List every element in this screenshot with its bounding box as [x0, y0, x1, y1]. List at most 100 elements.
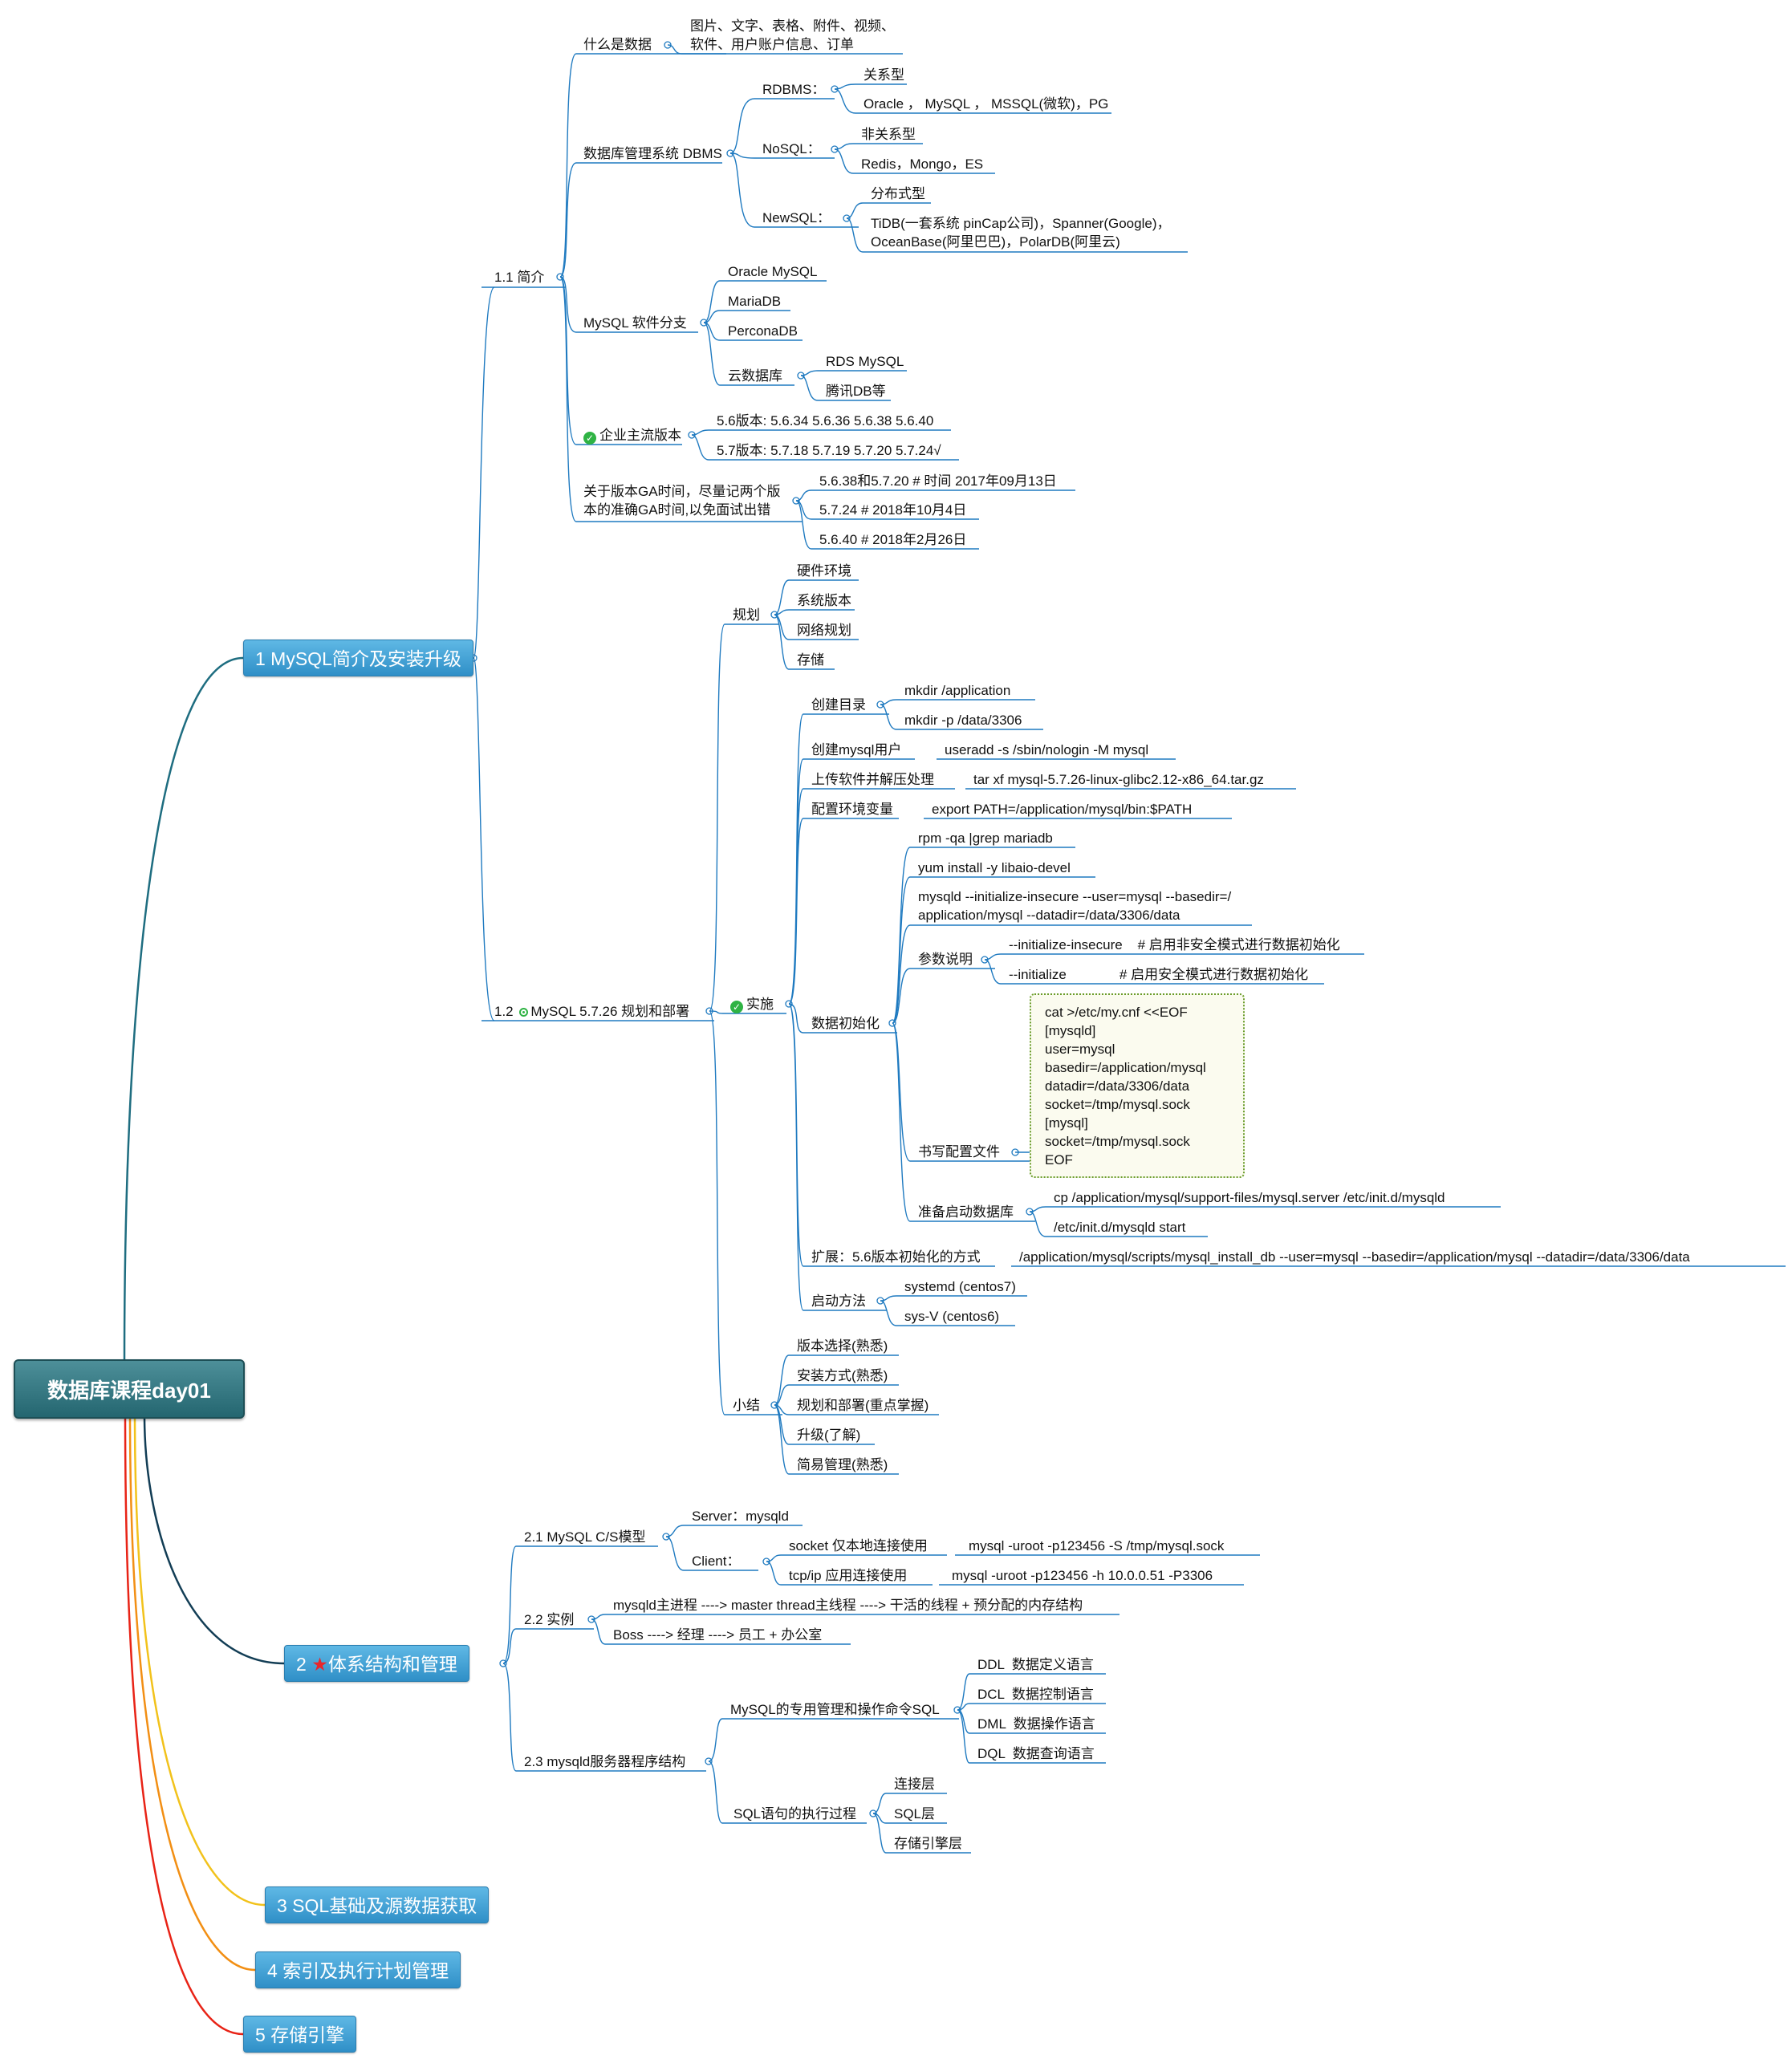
sql-ddl[interactable]: DDL 数据定义语言: [977, 1657, 1094, 1672]
config-file-content: cat >/etc/my.cnf <<EOF [mysqld] user=mys…: [1045, 1005, 1206, 1168]
topic-start-prep[interactable]: 准备启动数据库: [918, 1204, 1014, 1220]
branch-oracle-mysql[interactable]: Oracle MySQL: [728, 264, 818, 279]
root-topic[interactable]: 数据库课程day01: [14, 1359, 245, 1419]
topic-ga-time[interactable]: 关于版本GA时间，尽量记两个版 本的准确GA时间,以免面试出错: [583, 484, 781, 518]
topic-2-1-cs-model[interactable]: 2.1 MySQL C/S模型: [524, 1529, 646, 1545]
branch-line: [880, 1300, 1015, 1326]
create-user-cmd[interactable]: useradd -s /sbin/nologin -M mysql: [945, 742, 1149, 757]
instance-desc-1[interactable]: mysqld主进程 ----> master thread主线程 ----> 干…: [613, 1598, 1083, 1613]
ga-time-3[interactable]: 5.6.40 # 2018年2月26日: [819, 532, 967, 547]
main-topic-2[interactable]: 2 ★体系结构和管理: [284, 1645, 469, 1682]
sql-dml[interactable]: DML 数据操作语言: [977, 1716, 1095, 1732]
ga-time-2[interactable]: 5.7.24 # 2018年10月4日: [819, 502, 967, 518]
exec-layer-connect[interactable]: 连接层: [894, 1777, 935, 1792]
step-upload[interactable]: 上传软件并解压处理: [811, 772, 934, 787]
topic-2-3-program[interactable]: 2.3 mysqld服务器程序结构: [524, 1754, 686, 1769]
step-start-method[interactable]: 启动方法: [811, 1293, 866, 1309]
rdbms-type[interactable]: 关系型: [863, 67, 904, 83]
ga-time-1[interactable]: 5.6.38和5.7.20 # 时间 2017年09月13日: [819, 473, 1057, 489]
main-topic-4[interactable]: 4 索引及执行计划管理: [255, 1951, 461, 1988]
summary-item-1[interactable]: 版本选择(熟悉): [797, 1338, 888, 1354]
cloud-rds-mysql[interactable]: RDS MySQL: [826, 354, 904, 369]
branch-line: [473, 286, 495, 659]
sql-dcl[interactable]: DCL 数据控制语言: [977, 1687, 1094, 1702]
summary-item-4[interactable]: 升级(了解): [797, 1427, 861, 1443]
param-insecure[interactable]: --initialize-insecure # 启用非安全模式进行数据初始化: [1009, 937, 1340, 952]
branch-line: [774, 1404, 939, 1415]
env-cmd[interactable]: export PATH=/application/mysql/bin:$PATH: [932, 802, 1193, 817]
client-tcp[interactable]: tcp/ip 应用连接使用: [789, 1568, 908, 1583]
branch-perconadb[interactable]: PerconaDB: [728, 323, 798, 339]
step-extension[interactable]: 扩展：5.6版本初始化的方式: [811, 1249, 981, 1265]
init-rpm-cmd[interactable]: rpm -qa |grep mariadb: [918, 831, 1053, 846]
branch-line: [846, 202, 931, 219]
topic-newsql[interactable]: NewSQL：: [762, 210, 831, 225]
plan-item-3[interactable]: 网络规划: [797, 623, 851, 638]
topic-plan[interactable]: 规划: [733, 607, 760, 623]
main-topic-5[interactable]: 5 存储引擎: [243, 2016, 357, 2053]
summary-item-5[interactable]: 简易管理(熟悉): [797, 1457, 888, 1472]
client-tcp-cmd[interactable]: mysql -uroot -p123456 -h 10.0.0.51 -P330…: [952, 1568, 1213, 1583]
topic-write-config[interactable]: 书写配置文件: [918, 1144, 1000, 1159]
cs-server[interactable]: Server：mysqld: [692, 1509, 789, 1524]
topic-dbms[interactable]: 数据库管理系统 DBMS: [583, 146, 722, 161]
topic-what-is-data[interactable]: 什么是数据: [583, 37, 652, 52]
sql-dql[interactable]: DQL 数据查询语言: [977, 1746, 1095, 1761]
newsql-type[interactable]: 分布式型: [871, 186, 925, 201]
plan-item-1[interactable]: 硬件环境: [797, 563, 851, 579]
what-is-data-desc[interactable]: 图片、文字、表格、附件、视频、 软件、用户账户信息、订单: [690, 18, 895, 52]
start-cmd[interactable]: /etc/init.d/mysqld start: [1054, 1220, 1186, 1235]
topic-param[interactable]: 参数说明: [918, 952, 973, 967]
topic-sql-exec[interactable]: SQL语句的执行过程: [733, 1806, 857, 1821]
topic-summary[interactable]: 小结: [733, 1398, 760, 1413]
topic-implement[interactable]: ✓实施: [730, 995, 774, 1013]
summary-item-2[interactable]: 安装方式(熟悉): [797, 1368, 888, 1383]
topic-2-2-instance[interactable]: 2.2 实例: [524, 1612, 575, 1627]
plan-item-4[interactable]: 存储: [797, 652, 824, 668]
topic-main-versions[interactable]: ✓企业主流版本: [583, 426, 681, 445]
cloud-tencent-db[interactable]: 腾讯DB等: [826, 384, 886, 399]
checkmark-icon: ✓: [730, 1001, 743, 1013]
cs-client[interactable]: Client：: [692, 1553, 741, 1569]
nosql-type[interactable]: 非关系型: [861, 127, 916, 142]
branch-line: [800, 370, 907, 376]
init-yum-cmd[interactable]: yum install -y libaio-devel: [918, 860, 1071, 875]
start-sysv[interactable]: sys-V (centos6): [904, 1309, 1000, 1324]
version-5-7[interactable]: 5.7版本: 5.7.18 5.7.19 5.7.20 5.7.24√: [717, 443, 941, 458]
rdbms-list[interactable]: Oracle ， MySQL ， MSSQL(微软)，PG: [863, 96, 1109, 112]
version-5-6[interactable]: 5.6版本: 5.6.34 5.6.36 5.6.38 5.6.40: [717, 413, 934, 428]
upload-cmd[interactable]: tar xf mysql-5.7.26-linux-glibc2.12-x86_…: [973, 772, 1264, 787]
mkdir-cmd-1[interactable]: mkdir /application: [904, 683, 1011, 698]
topic-rdbms[interactable]: RDBMS：: [762, 82, 826, 97]
exec-layer-sql[interactable]: SQL层: [894, 1806, 936, 1821]
main-topic-1[interactable]: 1 MySQL简介及安装升级: [243, 640, 473, 676]
topic-1-1-intro[interactable]: 1.1 简介: [494, 270, 545, 285]
init-mysqld-cmd[interactable]: mysqld --initialize-insecure --user=mysq…: [918, 889, 1232, 923]
start-systemd[interactable]: systemd (centos7): [904, 1279, 1016, 1294]
topic-sql-commands[interactable]: MySQL的专用管理和操作命令SQL: [730, 1702, 940, 1717]
config-file-box[interactable]: [1030, 993, 1245, 1178]
extension-cmd[interactable]: /application/mysql/scripts/mysql_install…: [1019, 1249, 1690, 1265]
branch-mariadb[interactable]: MariaDB: [728, 294, 782, 309]
start-cp-cmd[interactable]: cp /application/mysql/support-files/mysq…: [1054, 1190, 1445, 1205]
step-init[interactable]: 数据初始化: [811, 1016, 880, 1031]
param-secure[interactable]: --initialize # 启用安全模式进行数据初始化: [1009, 967, 1309, 982]
step-mkdir[interactable]: 创建目录: [811, 697, 866, 713]
branch-cloud-db[interactable]: 云数据库: [728, 368, 782, 384]
newsql-list[interactable]: TiDB(一套系统 pinCap公司)，Spanner(Google)， Oce…: [871, 216, 1171, 250]
exec-layer-engine[interactable]: 存储引擎层: [894, 1836, 962, 1851]
topic-nosql[interactable]: NoSQL：: [762, 141, 821, 156]
step-create-user[interactable]: 创建mysql用户: [811, 742, 902, 757]
mkdir-cmd-2[interactable]: mkdir -p /data/3306: [904, 713, 1022, 728]
client-socket[interactable]: socket 仅本地连接使用: [789, 1538, 928, 1553]
branch-line: [872, 1813, 947, 1824]
plan-item-2[interactable]: 系统版本: [797, 593, 851, 608]
topic-1-2-deploy[interactable]: 1.2 MySQL 5.7.26 规划和部署: [494, 1002, 689, 1021]
instance-desc-2[interactable]: Boss ----> 经理 ----> 员工 + 办公室: [613, 1627, 823, 1643]
main-topic-3[interactable]: 3 SQL基础及源数据获取: [265, 1886, 490, 1923]
client-socket-cmd[interactable]: mysql -uroot -p123456 -S /tmp/mysql.sock: [969, 1538, 1225, 1553]
topic-mysql-branch[interactable]: MySQL 软件分支: [583, 315, 687, 331]
nosql-list[interactable]: Redis，Mongo，ES: [861, 156, 984, 172]
step-env[interactable]: 配置环境变量: [811, 802, 893, 817]
summary-item-3[interactable]: 规划和部署(重点掌握): [797, 1398, 929, 1413]
